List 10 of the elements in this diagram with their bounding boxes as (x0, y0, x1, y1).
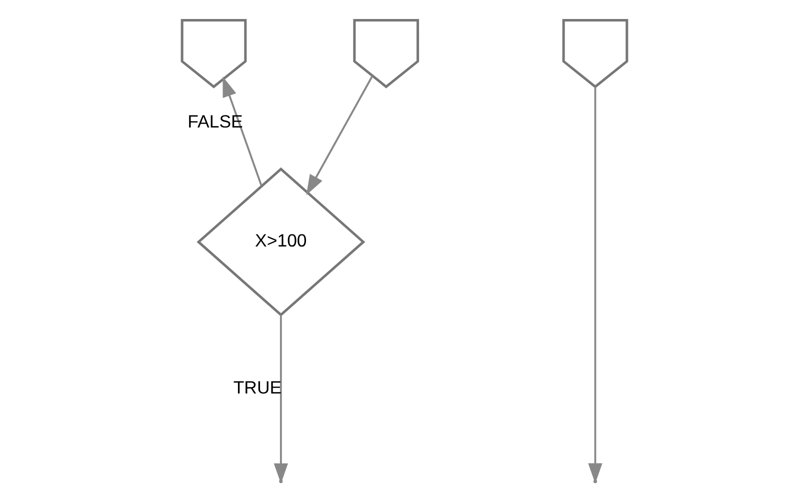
node-pentagon (353, 18, 420, 88)
arrow (588, 86, 602, 484)
arrow (222, 76, 262, 186)
edge-label: TRUE (233, 378, 282, 398)
node-pentagon (180, 18, 247, 88)
edge-label: FALSE (188, 112, 243, 132)
node-pentagon (562, 18, 628, 88)
node-diamond: X>100 (196, 167, 366, 317)
arrow (274, 314, 288, 484)
arrow (306, 76, 374, 196)
